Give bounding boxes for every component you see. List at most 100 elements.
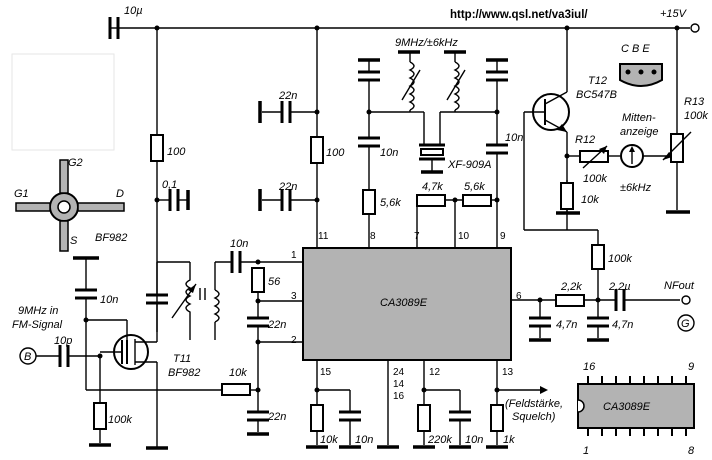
c-10n-b-label: 10n (505, 132, 523, 144)
r-100a-label: 100 (167, 146, 186, 158)
c-10n-pin1-label: 10n (230, 238, 248, 250)
pin-9: 9 (500, 231, 506, 242)
mosfet-d: D (116, 188, 124, 200)
r-100k-b-label: 100k (108, 414, 132, 426)
pin-2: 2 (291, 335, 297, 346)
blank-frame (11, 53, 115, 151)
pin11-decoupling (258, 28, 324, 248)
r-100k-a-label: 100k (608, 253, 632, 265)
pin-10: 10 (458, 231, 470, 242)
c-22u-label: 2,2µ (608, 281, 631, 293)
tuning-meter (556, 28, 692, 215)
cap-10u-label: 10µ (124, 5, 143, 17)
ic-pinout-pins (587, 376, 687, 436)
pin-6: 6 (516, 291, 522, 302)
pin12-network (413, 360, 471, 449)
pin-ground (377, 360, 399, 449)
t11-mosfet (73, 256, 222, 450)
c-01-label: 0,1 (162, 179, 177, 191)
to92-package-icon: C B E (619, 43, 663, 87)
c-22n-d-label: 22n (267, 411, 286, 423)
r-10k-c-label: 10k (320, 434, 338, 446)
pinout-pin9: 9 (688, 361, 694, 373)
pin13-network (486, 360, 548, 449)
pin-24: 24 (393, 367, 405, 378)
r-22k-label: 2,2k (560, 281, 582, 293)
input-node-label: B (24, 351, 31, 363)
r-56k-label: 5,6k (380, 197, 401, 209)
pin-16: 16 (393, 391, 405, 402)
ic-ca3089e (302, 247, 512, 361)
r12-label: R12 (575, 134, 595, 146)
meter-line1: Mitten- (622, 112, 656, 124)
c-47n-a-label: 4,7n (556, 319, 577, 331)
pinout-pin16: 16 (583, 361, 596, 373)
pinout-pin8: 8 (688, 445, 695, 457)
pin-1: 1 (291, 250, 297, 261)
c-22n-b-label: 22n (278, 181, 297, 193)
t11-type: BF982 (168, 367, 200, 379)
signal-in-line2: FM-Signal (12, 319, 63, 331)
r-100b-label: 100 (326, 147, 345, 159)
gate-bias (221, 383, 261, 396)
mosfet-g1: G1 (14, 188, 29, 200)
ic-pinout (577, 383, 695, 429)
pin-8: 8 (370, 231, 376, 242)
pinout-pin1: 1 (583, 445, 589, 457)
output-node-label: G (681, 318, 690, 330)
url-text: http://www.qsl.net/va3iul/ (450, 9, 588, 21)
filter-label: 9MHz/±6kHz (395, 37, 458, 49)
input-node (19, 345, 111, 447)
crystal-label: XF-909A (447, 159, 491, 171)
c-22n-a-label: 22n (278, 90, 297, 102)
squelch-line2: Squelch) (512, 411, 556, 423)
pin-13: 13 (502, 367, 514, 378)
pin15-network (306, 360, 361, 449)
r-47k-label: 4,7k (422, 181, 443, 193)
output-label: NFout (664, 280, 695, 292)
supply-label: +15V (660, 8, 688, 20)
c-22n-c-label: 22n (267, 319, 286, 331)
t12-type: BC547B (576, 89, 617, 101)
r-56k-b-label: 5,6k (464, 181, 485, 193)
ic-name: CA3089E (380, 297, 428, 309)
pinout-name: CA3089E (603, 401, 651, 413)
r-10k-a-label: 10k (581, 194, 599, 206)
pin-14: 14 (393, 379, 405, 390)
pin-3: 3 (291, 291, 297, 302)
supply-rail (108, 17, 700, 39)
r-220k-label: 220k (427, 434, 452, 446)
t11-name: T11 (173, 353, 191, 365)
t12-transistor (523, 28, 605, 300)
mosfet-pinout-icon (15, 159, 125, 252)
pin-15: 15 (320, 367, 332, 378)
ceramic-filter (358, 50, 508, 248)
r-56-label: 56 (268, 276, 281, 288)
pin-12: 12 (429, 367, 441, 378)
squelch-line1: (Feldstärke, (505, 398, 563, 410)
r13-value: 100k (684, 110, 708, 122)
r13-label: R13 (684, 96, 705, 108)
c-10n-d-label: 10n (465, 434, 483, 446)
mosfet-type: BF982 (95, 232, 127, 244)
r12-value: 100k (583, 173, 607, 185)
c-10n-in-label: 10n (100, 294, 118, 306)
c-47n-b-label: 4,7n (612, 319, 633, 331)
output-network (511, 289, 695, 342)
c-10p-label: 10p (54, 335, 72, 347)
pin-11: 11 (318, 231, 329, 242)
c-10n-a-label: 10n (380, 147, 398, 159)
meter-line2: anzeige (620, 126, 659, 138)
mosfet-g2: G2 (68, 157, 83, 169)
r-10k-b-label: 10k (229, 367, 247, 379)
signal-in-line1: 9MHz in (18, 305, 58, 317)
input-network (156, 251, 303, 436)
svg-text:C B E: C B E (621, 43, 650, 55)
meter-range: ±6kHz (620, 182, 652, 194)
pin-7: 7 (414, 231, 420, 242)
r-1k-label: 1k (503, 434, 515, 446)
t12-name: T12 (588, 75, 607, 87)
mosfet-s: S (70, 235, 78, 247)
c-10n-c-label: 10n (355, 434, 373, 446)
